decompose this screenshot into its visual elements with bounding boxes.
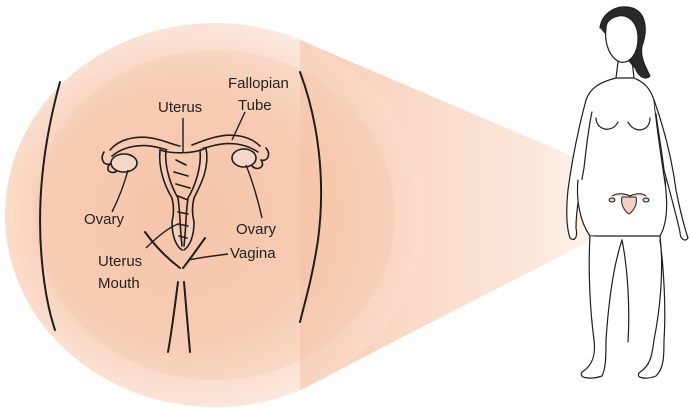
label-ovary-left: Ovary [84,211,125,228]
label-uterus: Uterus [158,99,202,116]
ovary-right-shape [232,149,256,167]
label-ovary-right: Ovary [236,221,277,238]
head [606,16,638,63]
female-figure [567,7,688,378]
ovary-left-shape [111,154,137,172]
label-fallopian-tube-2: Tube [238,97,272,114]
label-vagina: Vagina [230,245,276,262]
right-leg [638,236,664,378]
label-uterus-mouth-1: Uterus [98,253,142,270]
label-fallopian-tube-1: Fallopian [228,75,289,92]
left-leg [581,236,622,378]
label-uterus-mouth-2: Mouth [98,275,140,292]
hips [578,176,667,236]
